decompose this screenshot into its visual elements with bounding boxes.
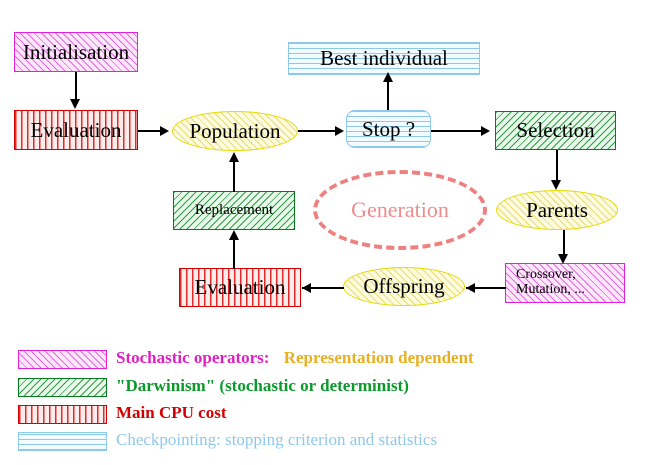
arrow-crossover-to-offspring: [466, 287, 506, 289]
legend-row-cpu: Main CPU cost: [0, 403, 670, 433]
node-evaluation-top[interactable]: Evaluation: [14, 110, 138, 150]
arrow-eval-to-population: [138, 130, 166, 132]
node-evaluation-bottom-label: Evaluation: [194, 275, 286, 300]
legend: Stochastic operators: Representation dep…: [0, 340, 670, 465]
node-population[interactable]: Population: [172, 111, 298, 151]
node-evaluation-bottom[interactable]: Evaluation: [179, 268, 301, 307]
node-offspring[interactable]: Offspring: [343, 267, 465, 306]
arrow-stop-to-best: [387, 78, 389, 110]
arrowhead-population-to-stop: [335, 126, 344, 136]
arrowhead-replacement-to-population: [229, 152, 239, 162]
arrow-eval-to-replacement: [233, 236, 235, 269]
node-population-label: Population: [189, 118, 281, 143]
arrow-selection-to-parents: [556, 150, 558, 184]
node-best-individual[interactable]: Best individual: [288, 42, 480, 75]
node-stop-label: Stop ?: [361, 116, 416, 141]
legend-label-cpu: Main CPU cost: [116, 403, 226, 423]
arrowhead-selection-to-parents: [551, 180, 561, 190]
node-initialisation-label: Initialisation: [22, 39, 130, 64]
legend-label-cpu-main: Main CPU cost: [116, 403, 227, 422]
legend-label-darwinism-main: "Darwinism" (stochastic or determinist): [116, 376, 409, 395]
legend-row-darwinism: "Darwinism" (stochastic or determinist): [0, 376, 670, 406]
legend-row-checkpointing: Checkpointing: stopping criterion and st…: [0, 430, 670, 460]
legend-label-checkpointing-main: Checkpointing: stopping criterion and st…: [116, 430, 438, 449]
node-parents-label: Parents: [526, 197, 588, 222]
arrowhead-stop-to-best: [383, 72, 393, 82]
arrowhead-init-to-eval: [70, 99, 80, 109]
arrowhead-crossover-to-offspring: [466, 283, 475, 293]
arrow-replacement-to-population: [233, 158, 235, 192]
node-crossover-mutation-label-line2: Mutation, ...: [516, 282, 585, 297]
legend-swatch-blue-horizontal-hatch: [18, 432, 107, 451]
node-parents[interactable]: Parents: [496, 190, 618, 230]
arrowhead-parents-to-crossover: [558, 254, 568, 264]
legend-label-stochastic: Stochastic operators: Representation dep…: [116, 348, 474, 368]
node-selection-label: Selection: [516, 118, 595, 143]
arrowhead-eval-to-population: [160, 126, 169, 136]
legend-label-stochastic-extra: Representation dependent: [283, 348, 474, 367]
arrowhead-eval-to-replacement: [229, 230, 239, 240]
node-generation-label: Generation: [351, 197, 449, 222]
arrow-init-to-eval: [75, 72, 77, 102]
arrow-population-to-stop: [298, 130, 342, 132]
node-offspring-label: Offspring: [363, 274, 445, 299]
node-replacement[interactable]: Replacement: [173, 191, 295, 230]
legend-label-darwinism: "Darwinism" (stochastic or determinist): [116, 376, 409, 396]
node-evaluation-top-label: Evaluation: [30, 117, 122, 142]
node-initialisation[interactable]: Initialisation: [14, 32, 138, 72]
legend-swatch-magenta-hatch: [18, 350, 107, 369]
arrowhead-offspring-to-eval: [302, 283, 311, 293]
arrow-stop-to-selection: [431, 130, 487, 132]
arrow-parents-to-crossover: [563, 230, 565, 258]
legend-label-checkpointing: Checkpointing: stopping criterion and st…: [116, 430, 437, 450]
legend-row-stochastic: Stochastic operators: Representation dep…: [0, 348, 670, 378]
node-replacement-label: Replacement: [194, 201, 274, 218]
node-stop[interactable]: Stop ?: [346, 110, 431, 148]
arrow-offspring-to-eval: [302, 287, 344, 289]
node-crossover-mutation-label-line1: Crossover,: [516, 267, 576, 283]
node-best-individual-label: Best individual: [320, 46, 448, 71]
legend-label-stochastic-main: Stochastic operators:: [116, 348, 270, 367]
legend-swatch-green-hatch: [18, 378, 107, 397]
node-selection[interactable]: Selection: [495, 111, 616, 150]
node-crossover-mutation[interactable]: Crossover, Mutation, ...: [505, 263, 625, 303]
arrowhead-stop-to-selection: [481, 126, 490, 136]
node-generation: Generation: [313, 170, 487, 250]
legend-swatch-red-vertical-hatch: [18, 405, 107, 424]
